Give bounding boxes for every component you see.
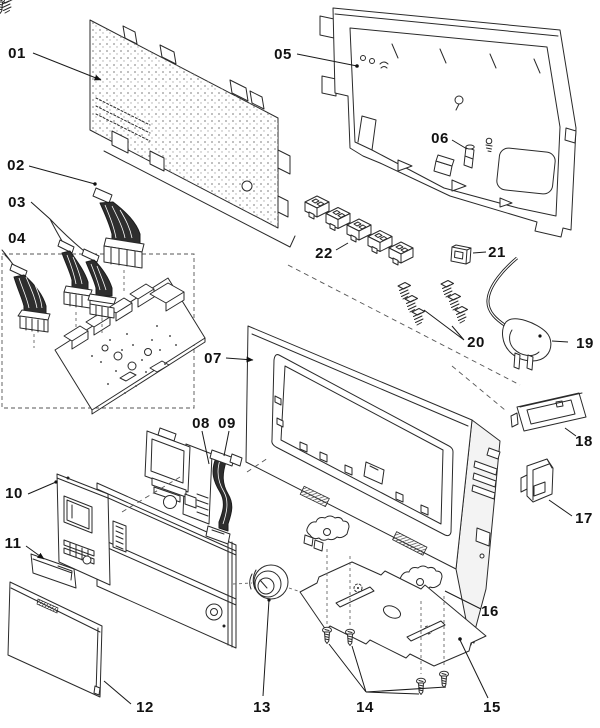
part-label-17: 17 [575, 510, 593, 527]
part-01-main-pcb [89, 19, 296, 248]
part-05-rear-housing [319, 7, 577, 238]
part-02-ribbon-cable-large [92, 187, 145, 269]
part-17-corner-bracket [520, 458, 554, 503]
part-07-frame [245, 325, 501, 646]
part-label-19: 19 [576, 335, 594, 352]
part-label-15: 15 [483, 699, 501, 716]
callout-labels: 01 02 03 04 05 06 07 08 09 10 11 12 13 1… [5, 45, 594, 716]
part-15-mounting-plate [299, 561, 487, 667]
part-18-latch-bracket [510, 392, 587, 432]
part-04-ribbon-cable-left [1, 249, 51, 333]
part-label-14: 14 [356, 699, 374, 716]
part-label-09: 09 [218, 415, 236, 432]
part-12-door-panel [7, 581, 103, 698]
part-label-01: 01 [8, 45, 26, 62]
fascia-align-dashes [121, 457, 269, 513]
harness-align-dashes [33, 270, 125, 348]
assembly-dash-a [287, 264, 521, 386]
part-16-brackets [303, 515, 443, 602]
assembly-dash-b [451, 365, 506, 411]
part-label-16: 16 [481, 603, 499, 620]
part-label-07: 07 [204, 350, 222, 367]
part-21-square-clip [450, 244, 472, 265]
part-label-08: 08 [192, 415, 210, 432]
part-03-ribbon-cable-pair [49, 218, 117, 319]
part-label-06: 06 [431, 130, 449, 147]
part-label-18: 18 [575, 433, 593, 450]
part-label-13: 13 [253, 699, 271, 716]
part-22-connector-blocks [304, 195, 414, 266]
part-label-03: 03 [8, 194, 26, 211]
part-09-flex-ribbon [205, 449, 243, 545]
part-label-04: 04 [8, 230, 26, 247]
part-14-screws [0, 0, 449, 695]
part-10-fascia [56, 473, 237, 649]
part-label-22: 22 [315, 245, 333, 262]
part-label-21: 21 [488, 244, 506, 261]
part-13-knob [232, 564, 302, 600]
part-label-05: 05 [274, 46, 292, 63]
part-label-02: 02 [7, 157, 25, 174]
part-label-11: 11 [5, 535, 22, 552]
part-label-10: 10 [5, 485, 23, 502]
board-stipple [91, 325, 177, 394]
part-19-power-cord [486, 256, 552, 371]
part-08-display-module [144, 427, 213, 525]
part-label-12: 12 [136, 699, 154, 716]
part-label-20: 20 [467, 334, 485, 351]
screw-axes-dashes [326, 549, 445, 674]
part-11-trim-strip [30, 553, 77, 589]
leader-lines [25, 52, 577, 705]
part-06-pin-and-screw [463, 137, 493, 169]
